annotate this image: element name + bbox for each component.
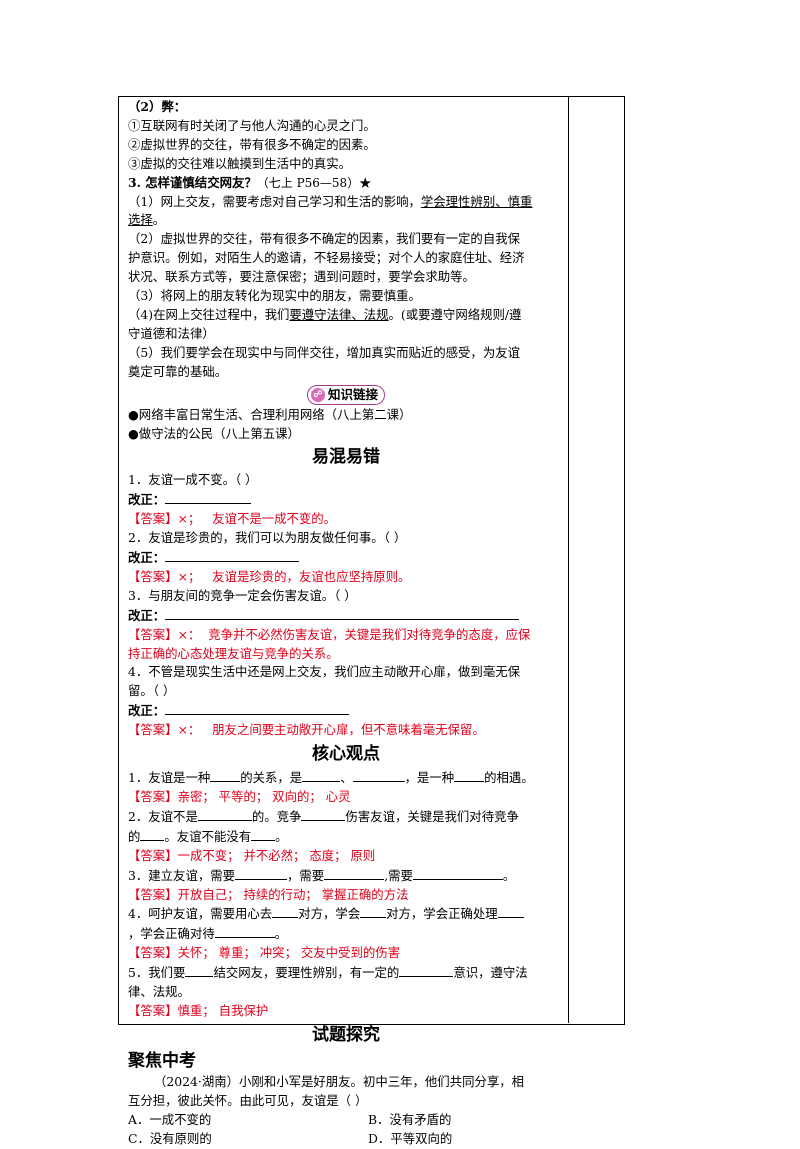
fix-line: 改正： bbox=[128, 606, 564, 626]
options-row: A．一成不变的 B．没有矛盾的 bbox=[128, 1111, 564, 1130]
knowledge-link-item: ●做守法的公民（八上第五课） bbox=[128, 425, 300, 441]
section-heading-core: 核心观点 bbox=[312, 744, 380, 765]
disadvantage-item: ③虚拟的交往难以触摸到生活中的真实。 bbox=[128, 155, 352, 171]
confusing-question-cont: 留。（ ） bbox=[128, 683, 176, 699]
option-d: D．平等双向的 bbox=[368, 1130, 453, 1146]
confusing-question: 4．不管是现实生活中还是网上交友，我们应主动敞开心扉，做到毫无保 bbox=[128, 664, 520, 680]
exam-question-cont: 互分担，彼此关怀。由此可见，友谊是（ ） bbox=[128, 1092, 368, 1108]
section-heading-explore: 试题探究 bbox=[312, 1024, 380, 1045]
answer-line: 【答案】×： 竞争并不必然伤害友谊，关键是我们对待竞争的态度，应保 bbox=[128, 626, 531, 642]
answer-line: 【答案】开放自己； 持续的行动； 掌握正确的方法 bbox=[128, 886, 409, 902]
fix-line: 改正： bbox=[128, 548, 564, 568]
exam-question: （2024·湖南）小刚和小军是好朋友。初中三年，他们共同分享，相 bbox=[154, 1073, 525, 1089]
confusing-question: 3．与朋友间的竞争一定会伤害友谊。（ ） bbox=[128, 587, 357, 603]
page-table-frame bbox=[118, 96, 625, 1025]
confusing-question: 2．友谊是珍贵的，我们可以为朋友做任何事。（ ） bbox=[128, 530, 407, 546]
q3-point-5-cont: 奠定可靠的基础。 bbox=[128, 363, 228, 379]
answer-line: 【答案】一成不变； 并不必然； 态度； 原则 bbox=[128, 847, 376, 863]
q3-point-1: （1）网上交友，需要考虑对自己学习和生活的影响，学会理性辨别、慎重 bbox=[128, 193, 533, 209]
option-a: A．一成不变的 bbox=[128, 1111, 212, 1127]
knowledge-link-badge-row: ☍ 知识链接 bbox=[128, 384, 564, 405]
core-question-5: 5．我们要结交网友，要理性辨别，有一定的意识，遵守法 bbox=[128, 965, 528, 981]
core-question-4-cont: ，学会正确对待。 bbox=[128, 926, 288, 942]
content-cell: （2）弊： ①互联网有时关闭了与他人沟通的心灵之门。 ②虚拟世界的交往，带有很多… bbox=[128, 98, 564, 1149]
fix-line: 改正： bbox=[128, 490, 564, 510]
q3-point-1-cont: 选择。 bbox=[128, 212, 166, 228]
core-question-2-cont: 的。友谊不能没有。 bbox=[128, 828, 288, 844]
fix-line: 改正： bbox=[128, 701, 564, 721]
option-c: C．没有原则的 bbox=[128, 1130, 212, 1146]
q3-point-2-cont: 护意识。例如，对陌生人的邀请，不轻易接受；对个人的家庭住址、经济 bbox=[128, 250, 525, 266]
confusing-question: 1．友谊一成不变。（ ） bbox=[128, 472, 258, 488]
section-heading-confusing: 易混易错 bbox=[312, 447, 380, 468]
core-question-3: 3．建立友谊，需要，需要,需要。 bbox=[128, 867, 516, 883]
answer-line: 【答案】×； 友谊不是一成不变的。 bbox=[128, 511, 337, 527]
q3-point-4-cont: 守道德和法律） bbox=[128, 325, 215, 341]
question-3-title: 3. 怎样谨慎结交网友？（七上 P56—58）★ bbox=[128, 174, 372, 190]
q3-point-5: （5）我们要学会在现实中与同伴交往，增加真实而贴近的感受，为友谊 bbox=[128, 344, 520, 360]
core-question-5-cont: 律、法规。 bbox=[128, 984, 190, 1000]
notes-column bbox=[568, 96, 624, 1023]
q3-point-2-cont: 状况、联系方式等，要注意保密；遇到问题时，要学会求助等。 bbox=[128, 269, 475, 285]
answer-line: 【答案】关怀； 尊重； 冲突； 交友中受到的伤害 bbox=[128, 945, 401, 961]
q3-point-3: （3）将网上的朋友转化为现实中的朋友，需要慎重。 bbox=[128, 288, 421, 304]
disadvantage-item: ①互联网有时关闭了与他人沟通的心灵之门。 bbox=[128, 117, 376, 133]
link-icon: ☍ bbox=[310, 387, 325, 402]
knowledge-link-badge: ☍ 知识链接 bbox=[306, 384, 385, 405]
options-row: C．没有原则的 D．平等双向的 bbox=[128, 1130, 564, 1149]
disadvantage-item: ②虚拟世界的交往，带有很多不确定的因素。 bbox=[128, 136, 376, 152]
answer-line: 【答案】亲密； 平等的； 双向的； 心灵 bbox=[128, 789, 351, 804]
core-question-4: 4．呵护友谊，需要用心去对方，学会对方，学会正确处理 bbox=[128, 904, 564, 924]
answer-line: 【答案】慎重； 自我保护 bbox=[128, 1002, 269, 1018]
answer-line: 【答案】×； 友谊是珍贵的，友谊也应坚持原则。 bbox=[128, 568, 411, 584]
answer-line: 【答案】×： 朋友之间要主动敞开心扉，但不意味着毫无保留。 bbox=[128, 722, 485, 738]
core-question-2: 2．友谊不是的。竞争伤害友谊，关键是我们对待竞争 bbox=[128, 808, 519, 824]
q3-point-4: （4)在网上交往过程中，我们要遵守法律、法规。(或要遵守网络规则/遵 bbox=[128, 306, 522, 322]
knowledge-link-item: ●网络丰富日常生活、合理利用网络（八上第二课） bbox=[128, 406, 412, 422]
subheading-exam-focus: 聚焦中考 bbox=[128, 1050, 196, 1071]
answer-line-cont: 持正确的心态处理友谊与竞争的关系。 bbox=[128, 645, 339, 661]
option-b: B．没有矛盾的 bbox=[368, 1111, 452, 1127]
core-question-1: 1．友谊是一种的关系，是、，是一种的相遇。 bbox=[128, 770, 534, 786]
q3-point-2: （2）虚拟世界的交往，带有很多不确定的因素，我们要有一定的自我保 bbox=[128, 231, 520, 247]
disadvantage-heading: （2）弊： bbox=[128, 99, 187, 114]
